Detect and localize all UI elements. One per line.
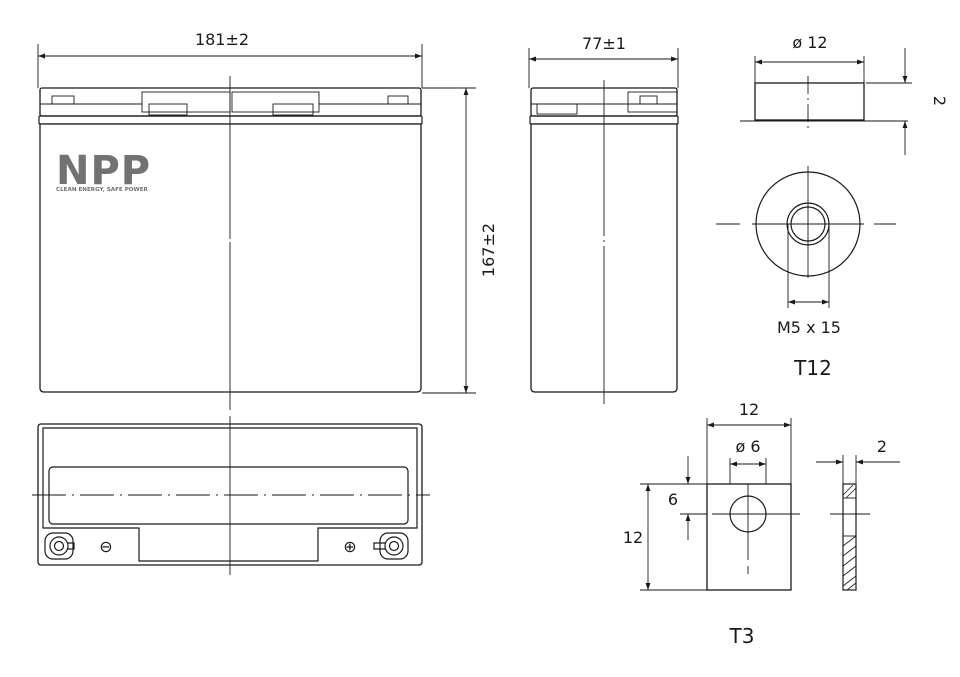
t3-hole-offset-label: 6	[668, 490, 678, 509]
positive-symbol: ⊕	[343, 537, 356, 556]
top-channel	[48, 466, 409, 525]
t3-hole-label: ø 6	[735, 437, 760, 456]
t12-thread-label: M5 x 15	[777, 318, 841, 337]
t3-section-hatch	[842, 484, 857, 591]
logo-tagline: CLEAN ENERGY, SAFE POWER	[56, 187, 149, 193]
npp-logo: NPP CLEAN ENERGY, SAFE POWER	[56, 148, 151, 194]
t3-width-label: 12	[739, 400, 759, 419]
t3-section	[842, 483, 857, 591]
t3-plate	[706, 483, 792, 591]
t12-height-label: 2	[930, 96, 949, 106]
front-lid	[39, 87, 422, 117]
negative-symbol: ⊖	[99, 537, 112, 556]
top-view: ⊖ ⊕	[32, 416, 430, 575]
logo-brand: NPP	[56, 148, 151, 194]
t3-terminal-detail: 12 ø 6 6 12	[623, 400, 900, 648]
t3-thickness-label: 2	[877, 437, 887, 456]
height-label: 167±2	[479, 223, 498, 277]
front-width-label: 181±2	[195, 30, 249, 49]
negative-terminal: ⊖	[44, 532, 113, 560]
t3-height-label: 12	[623, 528, 643, 547]
positive-terminal: ⊕	[343, 532, 409, 560]
t12-label: T12	[793, 356, 832, 380]
front-body	[39, 123, 422, 393]
side-width-label: 77±1	[582, 34, 626, 53]
t12-profile	[754, 82, 865, 121]
front-view: 181±2 NPP CLEAN ENERGY, SAFE POWER 167±2	[37, 30, 498, 410]
t3-label: T3	[729, 624, 755, 648]
side-view: 77±1	[528, 34, 679, 404]
t12-diameter-label: ø 12	[792, 33, 827, 52]
t12-terminal-detail: ø 12 2 M5 x 15 T12	[716, 33, 949, 380]
